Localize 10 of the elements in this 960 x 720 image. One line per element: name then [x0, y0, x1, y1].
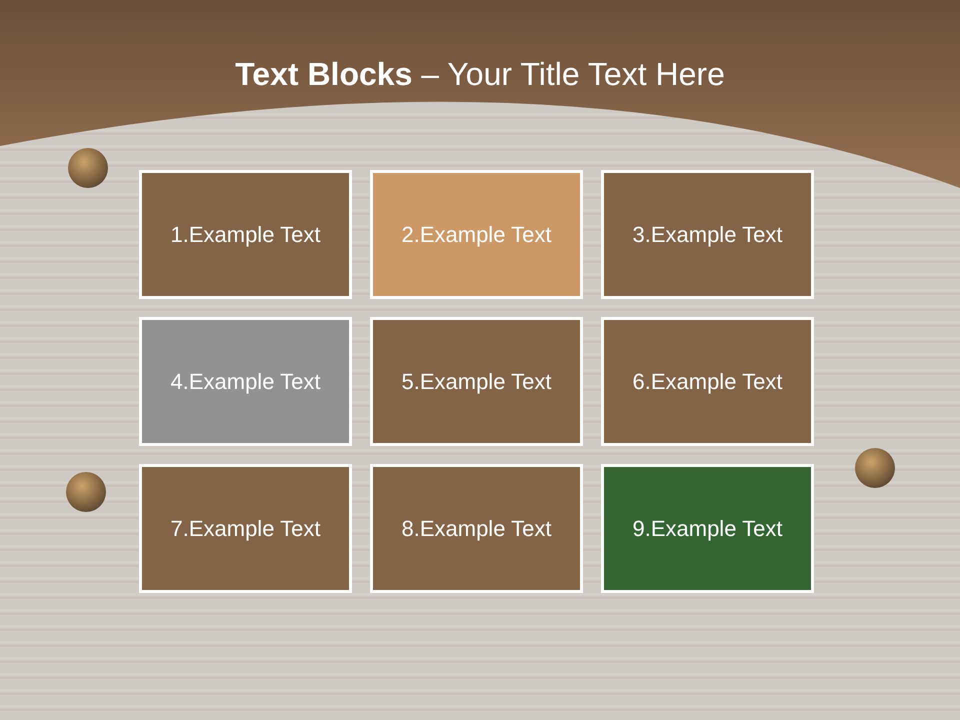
text-block: 4.Example Text	[139, 317, 352, 446]
text-block: 3.Example Text	[601, 170, 814, 299]
text-block: 9.Example Text	[601, 464, 814, 593]
text-block: 7.Example Text	[139, 464, 352, 593]
text-block: 6.Example Text	[601, 317, 814, 446]
title: Text Blocks – Your Title Text Here	[235, 55, 725, 94]
text-block: 8.Example Text	[370, 464, 583, 593]
text-block: 2.Example Text	[370, 170, 583, 299]
text-block: 1.Example Text	[139, 170, 352, 299]
text-block: 5.Example Text	[370, 317, 583, 446]
